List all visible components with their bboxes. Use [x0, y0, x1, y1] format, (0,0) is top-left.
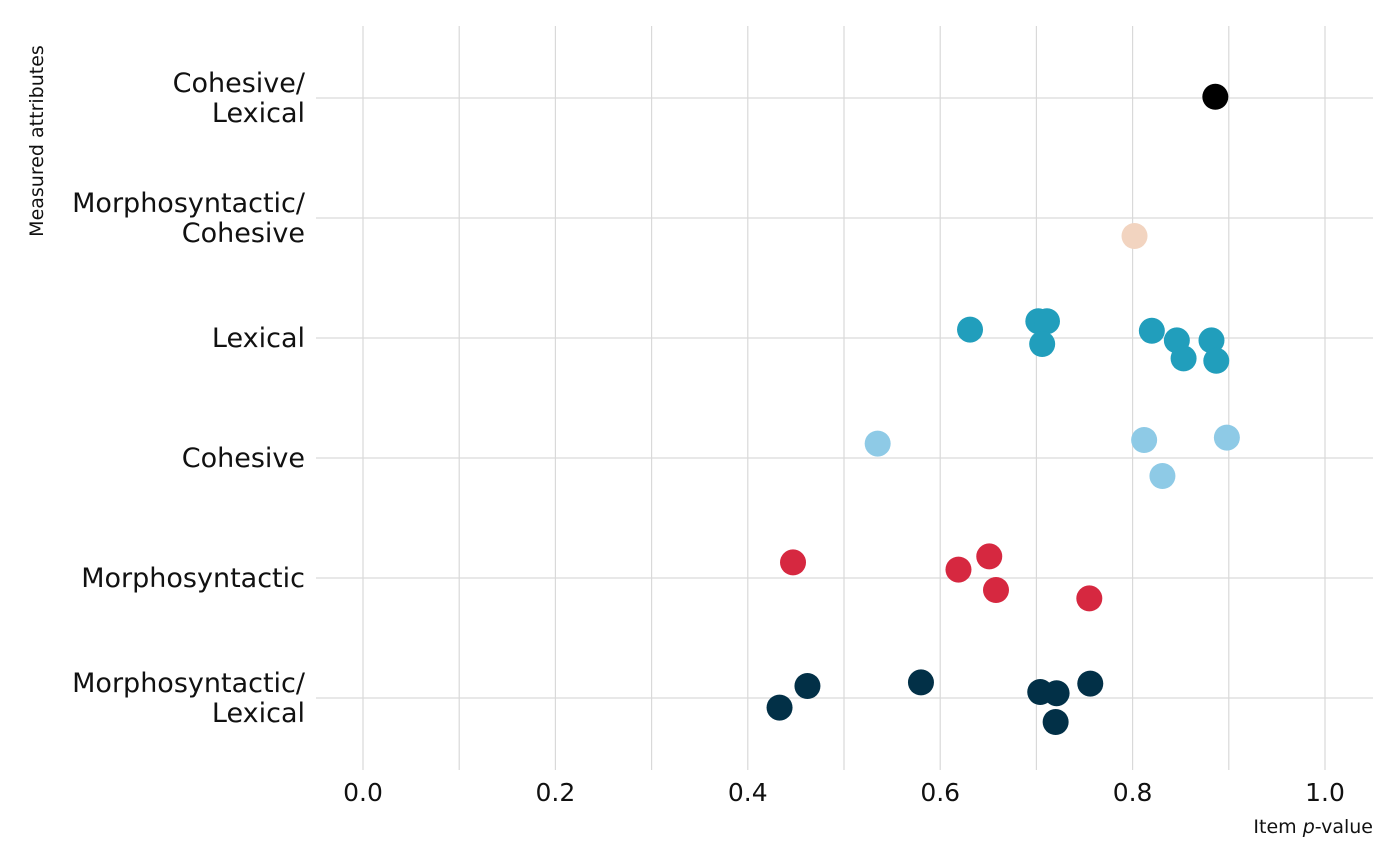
data-point	[1076, 585, 1103, 612]
data-point	[766, 694, 793, 721]
x-tick-label: 0.0	[343, 778, 383, 807]
data-point	[1042, 709, 1069, 735]
x-tick-label: 0.2	[536, 778, 576, 807]
x-axis-title: Item p-value	[1253, 816, 1373, 838]
y-category-label: Lexical	[212, 698, 305, 729]
data-point	[1198, 327, 1225, 354]
data-point	[957, 316, 984, 343]
data-point	[1170, 345, 1197, 372]
y-category-label: Morphosyntactic/	[72, 668, 306, 699]
data-point	[1213, 424, 1240, 451]
x-axis-tick-labels: 0.0 0.2 0.4 0.6 0.8 1.0	[343, 778, 1345, 807]
data-point	[1043, 680, 1070, 707]
data-point	[945, 556, 972, 583]
x-tick-label: 0.4	[728, 778, 768, 807]
data-point	[982, 577, 1009, 603]
data-point	[1138, 317, 1165, 344]
x-tick-label: 0.6	[920, 778, 960, 807]
data-point	[1203, 347, 1230, 374]
data-point	[1149, 463, 1176, 489]
data-point	[794, 673, 821, 699]
data-point	[780, 549, 807, 576]
data-point	[1029, 331, 1056, 357]
data-point	[1202, 83, 1229, 110]
y-category-label: Lexical	[212, 323, 305, 354]
data-point	[907, 669, 934, 696]
y-axis-title: Measured attributes	[26, 45, 48, 237]
data-point	[1131, 427, 1158, 453]
data-point	[1121, 223, 1148, 249]
data-point	[1033, 308, 1060, 335]
data-points	[766, 83, 1240, 735]
x-tick-label: 1.0	[1305, 778, 1345, 807]
data-point	[976, 543, 1003, 570]
data-point	[864, 430, 891, 457]
y-category-label: Cohesive/	[173, 68, 306, 99]
horizontal-gridlines	[316, 97, 1373, 699]
data-point	[1077, 670, 1104, 697]
y-category-label: Lexical	[212, 98, 305, 129]
y-category-label: Cohesive	[182, 443, 305, 474]
y-category-label: Morphosyntactic/	[72, 188, 306, 219]
y-axis-category-labels: Cohesive/LexicalMorphosyntactic/Cohesive…	[72, 68, 306, 729]
vertical-gridlines	[362, 26, 1326, 770]
y-category-label: Morphosyntactic	[81, 563, 305, 594]
x-tick-label: 0.8	[1113, 778, 1153, 807]
y-category-label: Cohesive	[182, 218, 305, 249]
